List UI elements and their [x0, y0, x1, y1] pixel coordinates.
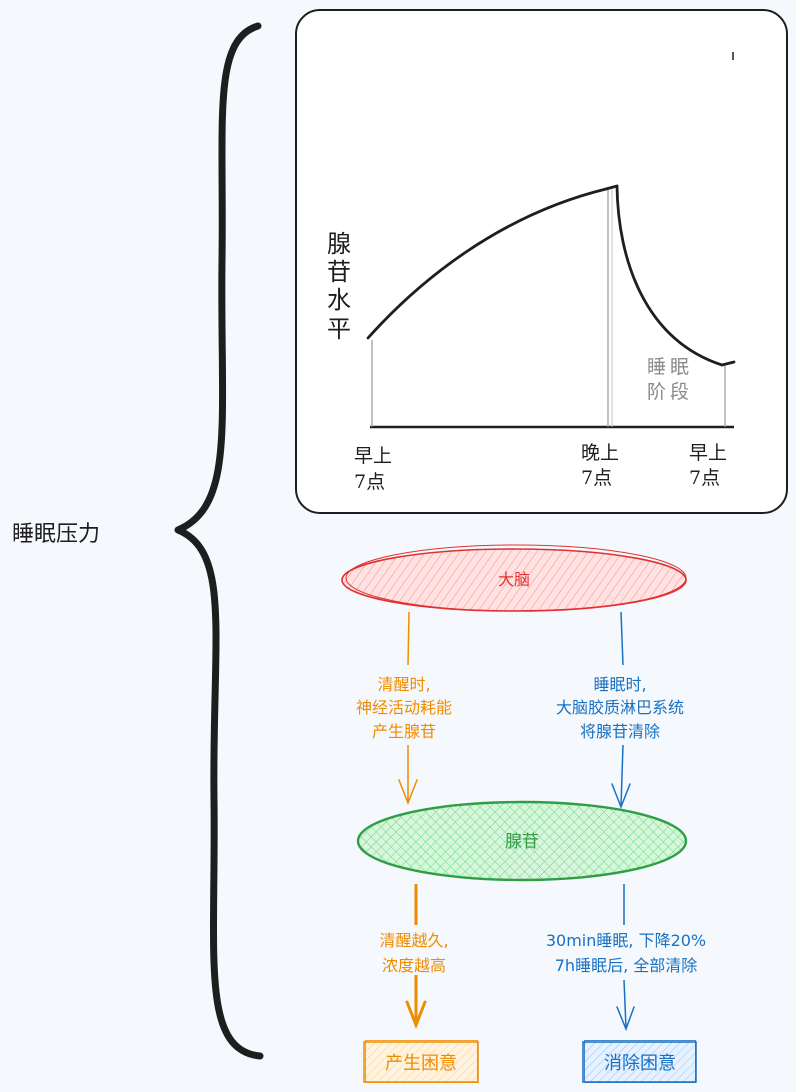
sleep-note-line: 睡眠时,	[593, 675, 646, 694]
tick-label: 7点	[689, 467, 720, 489]
produce-sleepiness-label: 产生困意	[385, 1053, 457, 1074]
sleep-effect-line: 30min睡眠, 下降20%	[546, 931, 706, 950]
longer-awake-line: 清醒越久,	[379, 931, 448, 950]
adenosine-peak	[604, 184, 619, 191]
longer-awake-note: 清醒越久, 浓度越高	[379, 931, 448, 975]
curly-brace	[174, 22, 264, 1060]
ylabel-char: 苷	[327, 258, 351, 286]
sleep-arrow	[620, 611, 624, 666]
sleep-effect-line: 7h睡眠后, 全部清除	[555, 956, 698, 975]
sleep-note-line: 大脑胶质淋巴系统	[556, 698, 684, 717]
chart-tick-labels: 早上 7点 晚上 7点 早上 7点	[354, 442, 727, 493]
ylabel-char: 水	[327, 286, 351, 314]
chart-paper	[310, 53, 735, 508]
awake-note-line: 产生腺苷	[372, 722, 436, 741]
tick-label: 7点	[581, 467, 612, 489]
awake-note-line: 清醒时,	[377, 675, 430, 694]
remove-sleepiness-box	[582, 1041, 697, 1083]
produce-sleepiness-box-sketch	[365, 1040, 478, 1083]
remove-arrow	[623, 979, 627, 1029]
sleep-effect-note: 30min睡眠, 下降20% 7h睡眠后, 全部清除	[546, 931, 706, 975]
sleep-arrow	[620, 744, 624, 807]
sleep-phase-label: 睡眠	[647, 356, 693, 378]
sleep-note-line: 将腺苷清除	[580, 722, 660, 741]
adenosine-rise-curve	[366, 187, 608, 340]
remove-sleepiness-box-sketch	[584, 1040, 696, 1083]
awake-arrow	[407, 611, 410, 666]
adenosine-fall-curve	[615, 184, 736, 367]
longer-awake-line: 浓度越高	[382, 956, 446, 975]
sleep-note: 睡眠时, 大脑胶质淋巴系统 将腺苷清除	[556, 675, 684, 741]
awake-note-line: 神经活动耗能	[356, 698, 452, 717]
brain-node-sketch	[345, 544, 687, 612]
tick-label: 早上	[689, 442, 727, 464]
brain-label: 大脑	[498, 570, 530, 589]
produce-sleepiness-box	[363, 1041, 479, 1083]
produce-arrowhead	[405, 1000, 427, 1030]
chart-ylabel: 腺 苷 水 平	[327, 230, 351, 343]
ylabel-char: 腺	[327, 230, 351, 258]
remove-sleepiness-label: 消除困意	[604, 1053, 676, 1074]
adenosine-node	[356, 800, 688, 882]
ylabel-char: 平	[327, 315, 351, 343]
awake-note: 清醒时, 神经活动耗能 产生腺苷	[356, 675, 452, 741]
brace-label: 睡眠压力	[12, 522, 100, 547]
remove-arrowhead	[616, 1006, 635, 1032]
tick-label: 晚上	[581, 442, 619, 464]
sleep-arrowhead	[611, 783, 631, 810]
adenosine-label: 腺苷	[505, 832, 539, 852]
tick-label: 7点	[354, 471, 385, 493]
sleep-phase-label: 阶段	[647, 381, 693, 403]
awake-arrowhead	[398, 779, 418, 806]
tick-label: 早上	[354, 445, 392, 467]
